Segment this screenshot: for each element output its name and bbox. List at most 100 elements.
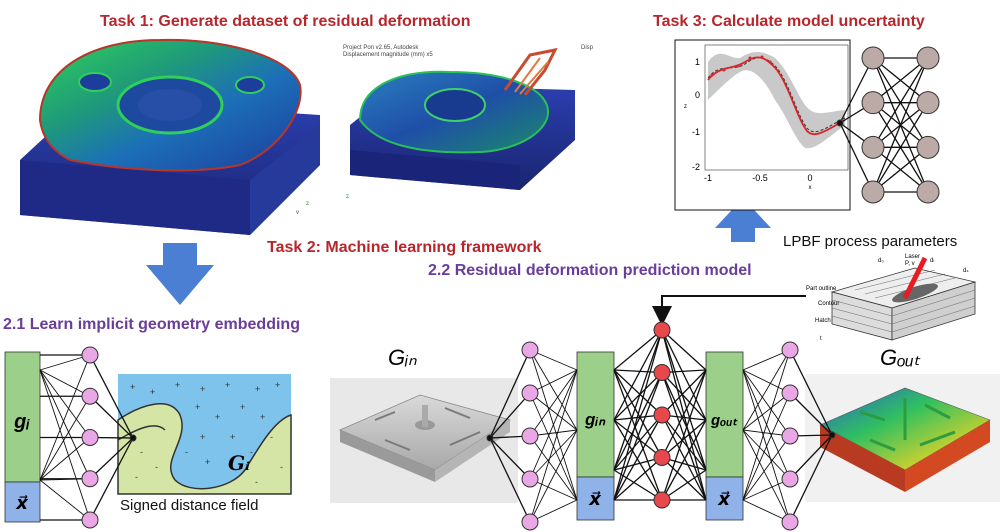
nn-edge	[613, 329, 663, 501]
nn-edge	[789, 434, 833, 523]
svg-text:v: v	[296, 210, 299, 216]
nn-edge	[529, 392, 578, 501]
svg-text:+: +	[255, 384, 260, 394]
nn-edge	[661, 369, 707, 416]
lpbf-connector	[652, 295, 806, 326]
nn-node	[486, 434, 494, 442]
ytick-3: -1	[692, 127, 700, 137]
nn-edge	[489, 392, 531, 439]
nn-node	[781, 513, 799, 531]
svg-text:-: -	[140, 447, 143, 457]
svg-text:+: +	[150, 387, 155, 397]
nn-edge	[661, 329, 707, 421]
nn-edge	[529, 435, 578, 501]
nn-edge	[742, 429, 791, 480]
nn-edge	[489, 349, 531, 439]
lpbf-contour: Contour	[818, 301, 839, 307]
lpbf-hatch: Hatch	[815, 318, 831, 324]
up-arrow	[715, 198, 771, 242]
nn-edge	[39, 369, 91, 438]
nn-edge	[613, 457, 663, 501]
nn-edge	[872, 102, 929, 193]
nn-edge	[742, 499, 791, 523]
lpbf-diagram: Laser P, v d₀ dₗ dₛ Part outline Contour…	[806, 254, 977, 342]
svg-text:+: +	[175, 380, 180, 390]
gi-symbol: gᵢ	[13, 411, 30, 433]
nn-node	[521, 513, 539, 531]
nn-node	[81, 511, 99, 529]
svg-text:+: +	[200, 384, 205, 394]
sim2-disp: Disp	[581, 45, 594, 51]
xtick-3: 0	[807, 173, 812, 183]
svg-text:-: -	[185, 447, 188, 457]
task3-network	[836, 46, 940, 204]
ytick-4: -2	[692, 162, 700, 172]
nn-edge	[529, 349, 578, 431]
nn-edge	[661, 469, 707, 501]
Gin-label: Gᵢₙ	[388, 345, 417, 370]
nn-edge	[613, 414, 663, 471]
task3-title: Task 3: Calculate model uncertainty	[653, 13, 925, 30]
svg-text:+: +	[275, 380, 280, 390]
nn-node	[521, 427, 539, 445]
nn-node	[861, 180, 885, 204]
x-symbol-mid: x⃗	[588, 489, 602, 509]
ylabel: z	[684, 104, 687, 110]
Gout-label: Gₒᵤₜ	[880, 345, 921, 370]
x-symbol-left: x⃗	[15, 493, 29, 513]
nn-node	[81, 387, 99, 405]
nn-edge	[742, 349, 791, 431]
nn-node	[653, 449, 671, 466]
nn-edge	[742, 349, 791, 371]
svg-text:+: +	[195, 402, 200, 412]
task1-title: Task 1: Generate dataset of residual def…	[100, 13, 471, 30]
nn-edge	[613, 372, 663, 471]
x-box-mid	[576, 476, 615, 521]
ytick-2: 0	[695, 90, 700, 100]
uncertainty-plot: 1 0 -1 -2 z -1 -0.5 0 x	[674, 39, 851, 211]
lpbf-title: LPBF process parameters	[783, 233, 958, 250]
nn-edge	[89, 354, 134, 439]
nn-edge	[489, 437, 531, 523]
nn-edge	[39, 369, 91, 521]
svg-text:-: -	[155, 462, 158, 472]
nn-edge	[613, 419, 663, 459]
gin-symbol: gᵢₙ	[584, 410, 606, 429]
nn-edge	[742, 349, 791, 501]
net22	[486, 321, 836, 531]
nn-edge	[529, 369, 578, 437]
svg-text:-: -	[250, 447, 253, 457]
svg-text:+: +	[260, 412, 265, 422]
nn-node	[861, 46, 885, 70]
lpbf-dl: dₗ	[930, 258, 934, 264]
nn-edge	[742, 369, 791, 437]
task2-title: Task 2: Machine learning framework	[267, 239, 542, 256]
nn-edge	[529, 369, 578, 394]
nn-node	[828, 431, 836, 439]
x-box-left	[4, 481, 41, 523]
nn-edge	[89, 395, 134, 439]
svg-text:+: +	[130, 382, 135, 392]
down-arrow	[146, 243, 214, 305]
nn-edge	[872, 57, 929, 193]
lpbf-pv: P, v	[905, 261, 915, 267]
svg-text:+: +	[225, 380, 230, 390]
sim-render-right: Project Pon v2.65, Autodesk Displacement…	[340, 40, 598, 218]
subtask22-title: 2.2 Residual deformation prediction mode…	[428, 262, 752, 279]
nn-edge	[89, 437, 134, 521]
svg-text:-: -	[280, 462, 283, 472]
nn-edge	[613, 469, 663, 501]
nn-edge	[661, 419, 707, 458]
subtask21-title: 2.1 Learn implicit geometry embedding	[3, 316, 300, 333]
svg-text:+: +	[215, 412, 220, 422]
gin-render	[330, 378, 518, 503]
nn-node	[861, 91, 885, 115]
nn-node	[836, 119, 844, 127]
sdf-panel: ++++ +++ +++ +++ + --- --- -- Gᵢ	[117, 374, 292, 495]
nn-edge	[789, 434, 833, 480]
nn-edge	[661, 329, 707, 471]
svg-text:+: +	[230, 432, 235, 442]
nn-edge	[613, 372, 663, 501]
svg-text:+: +	[205, 457, 210, 467]
